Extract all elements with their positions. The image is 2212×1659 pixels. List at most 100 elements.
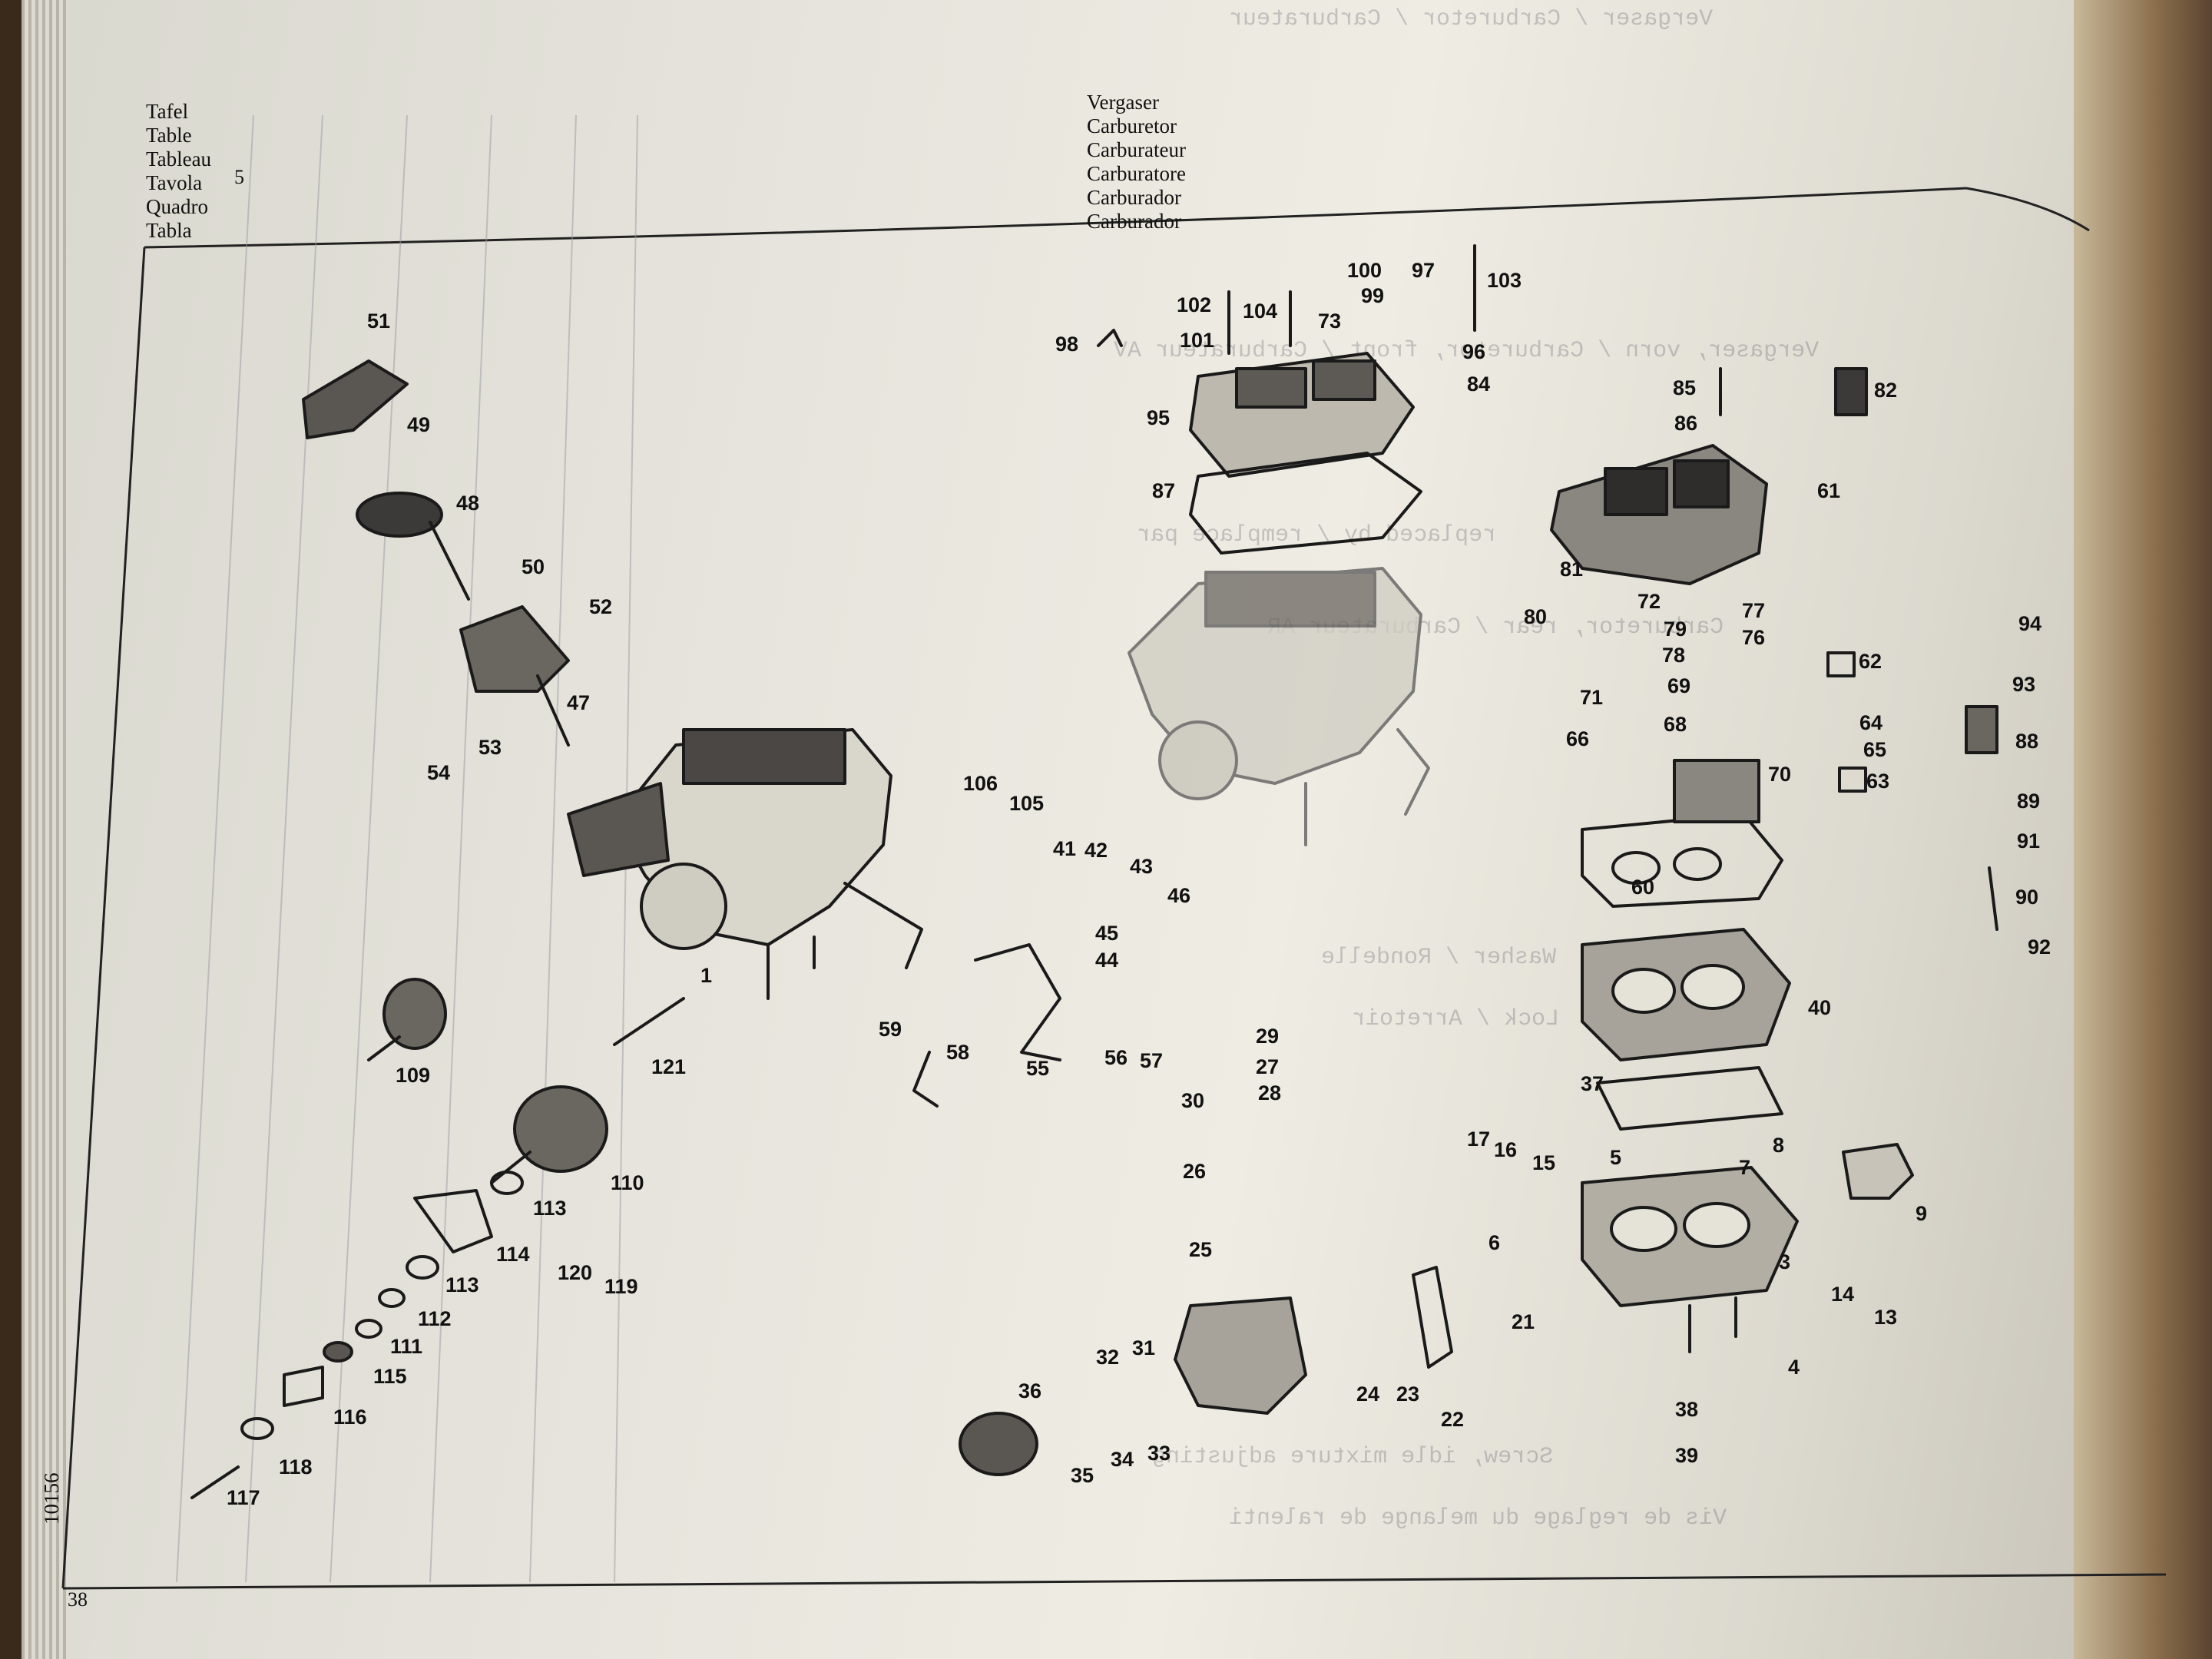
part-number-callout: 5	[1610, 1146, 1622, 1169]
part-name: Carburador	[1087, 186, 1181, 209]
part-number-callout: 1	[700, 964, 713, 987]
part-number-callout: 49	[407, 413, 431, 436]
part-number-callout: 66	[1566, 727, 1590, 750]
part-number-callout: 65	[1863, 738, 1887, 761]
part-number-callout: 120	[558, 1261, 593, 1284]
part-number-callout: 111	[390, 1335, 423, 1358]
part-number-callout: 13	[1874, 1306, 1898, 1329]
part-name: Carburetor	[1087, 114, 1177, 137]
part-number-callout: 88	[2015, 730, 2039, 753]
part-number-callout: 62	[1859, 650, 1883, 673]
part-number-callout: 115	[373, 1365, 407, 1388]
carburetor-upper-body	[1550, 444, 1768, 585]
part-name: Carburateur	[1087, 138, 1186, 161]
part-number-callout: 76	[1742, 626, 1766, 649]
part-number-callout: 35	[1071, 1464, 1094, 1487]
part-number-callout: 47	[567, 691, 591, 714]
part-number-callout: 121	[651, 1055, 687, 1078]
carburetor-cover	[1189, 352, 1415, 478]
part-name-heading: Vergaser Carburetor Carburateur Carburat…	[1087, 91, 1186, 233]
table-word: Tafel	[146, 100, 189, 123]
part-number-callout: 117	[227, 1486, 260, 1509]
part-number-callout: 98	[1055, 333, 1079, 356]
part-number-callout: 93	[2012, 673, 2036, 696]
gasket-87	[1189, 452, 1422, 555]
part-number-callout: 22	[1441, 1408, 1465, 1431]
part-number-callout: 110	[611, 1171, 644, 1194]
part-number-callout: 114	[496, 1243, 530, 1266]
part-number-callout: 4	[1788, 1356, 1800, 1379]
part-number-callout: 81	[1560, 558, 1584, 581]
part-number-callout: 21	[1512, 1310, 1535, 1333]
table-heading: Tafel Table Tableau Tavola Quadro Tabla	[146, 100, 211, 243]
part-number-callout: 36	[1018, 1379, 1042, 1402]
part-number-callout: 3	[1779, 1250, 1791, 1273]
part-number-callout: 61	[1817, 479, 1841, 502]
part-number-callout: 51	[367, 310, 391, 333]
part-number-callout: 113	[533, 1197, 567, 1220]
part-number-callout: 84	[1467, 373, 1491, 396]
part-number-callout: 77	[1742, 599, 1766, 622]
part-number-callout: 45	[1095, 922, 1119, 945]
part-name: Carburador	[1087, 210, 1181, 233]
part-number-callout: 64	[1859, 711, 1883, 734]
part-number-callout: 82	[1874, 379, 1898, 402]
table-word: Tavola	[146, 171, 203, 194]
part-number-callout: 86	[1674, 412, 1698, 435]
part-number-callout: 29	[1256, 1025, 1280, 1048]
part-number-callout: 72	[1637, 590, 1661, 613]
carburetor-assembly-rear	[1128, 567, 1430, 846]
gasket-60	[1581, 813, 1783, 908]
part-number-callout: 103	[1487, 269, 1522, 292]
part-number-callout: 99	[1361, 284, 1385, 307]
table-word: Tableau	[146, 147, 212, 171]
part-number-callout: 91	[2017, 830, 2041, 853]
part-number-callout: 14	[1831, 1283, 1855, 1306]
page-number: 38	[68, 1588, 88, 1611]
part-number-callout: 95	[1147, 406, 1171, 429]
part-number-callout: 24	[1356, 1382, 1380, 1406]
part-number-callout: 7	[1739, 1156, 1751, 1179]
part-number-callout: 48	[456, 492, 480, 515]
part-number-callout: 118	[279, 1455, 313, 1479]
part-number-callout: 39	[1675, 1444, 1699, 1467]
part-number-callout: 34	[1111, 1448, 1134, 1471]
part-number-callout: 31	[1132, 1336, 1156, 1359]
diaphragm-110	[513, 1085, 608, 1173]
part-number-callout: 97	[1412, 259, 1435, 282]
part-number-callout: 30	[1181, 1089, 1205, 1112]
part-number-callout: 59	[879, 1018, 902, 1041]
part-number-callout: 94	[2018, 612, 2042, 635]
diaphragm-48	[356, 492, 443, 538]
part-number-callout: 6	[1488, 1231, 1501, 1254]
part-number-callout: 80	[1524, 605, 1548, 628]
part-number-callout: 78	[1662, 644, 1686, 667]
part-number-callout: 68	[1664, 713, 1687, 736]
part-number-callout: 85	[1673, 376, 1697, 399]
part-number-callout: 33	[1147, 1442, 1171, 1465]
part-number-callout: 40	[1808, 996, 1832, 1019]
part-number-callout: 44	[1095, 949, 1119, 972]
table-word: Tabla	[146, 219, 192, 242]
part-number-callout: 106	[963, 772, 998, 795]
part-number-callout: 70	[1768, 763, 1792, 786]
part-number-callout: 71	[1580, 686, 1604, 709]
part-number-callout: 15	[1532, 1151, 1556, 1174]
part-number-callout: 16	[1494, 1138, 1518, 1161]
part-number-callout: 60	[1631, 876, 1655, 899]
part-number-callout: 63	[1866, 770, 1890, 793]
part-number-callout: 104	[1243, 300, 1278, 323]
part-number-callout: 105	[1009, 792, 1045, 815]
part-number-callout: 54	[427, 761, 451, 784]
cover-51	[302, 359, 409, 439]
part-number-callout: 102	[1177, 293, 1212, 316]
part-number-callout: 55	[1026, 1057, 1050, 1080]
gasket-37	[1596, 1066, 1783, 1131]
spring-116	[283, 1366, 324, 1407]
vacuum-unit-109	[382, 978, 447, 1050]
part-number-callout: 56	[1104, 1046, 1128, 1069]
part-number-callout: 109	[396, 1064, 431, 1087]
part-number-callout: 8	[1773, 1134, 1785, 1157]
